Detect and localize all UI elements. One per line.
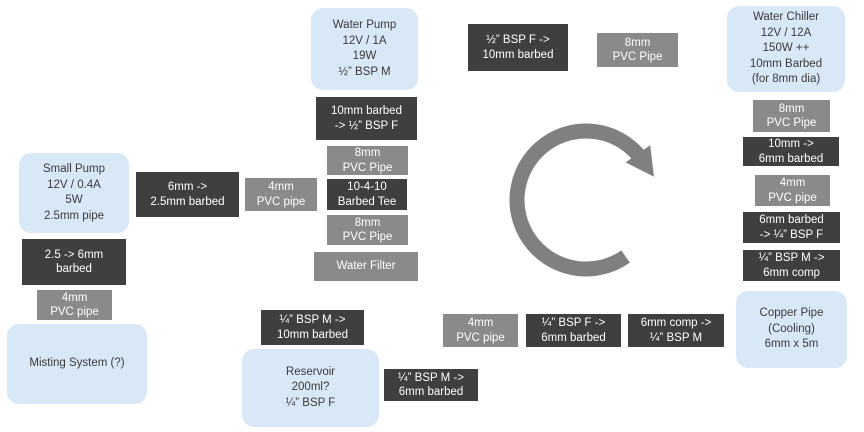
connector-quarter-bspm-to-10mm-barbed: ¼” BSP M ->10mm barbed	[261, 310, 364, 345]
connector-6mm-to-2.5mm-barbed: 6mm ->2.5mm barbed	[136, 172, 239, 217]
water-filter-box: Water Filter	[314, 252, 418, 281]
node-copper-pipe: Copper Pipe(Cooling)6mm x 5m	[736, 291, 847, 368]
connector-10mm-barbed-to-half-bspf: 10mm barbed-> ½” BSP F	[316, 97, 417, 140]
connector-10mm-to-6mm-barbed: 10mm ->6mm barbed	[743, 137, 839, 166]
connector-6mm-comp-to-quarter-bspm: 6mm comp ->¼” BSP M	[628, 314, 724, 347]
connector-6mm-barbed-to-quarter-bspf: 6mm barbed-> ¼” BSP F	[743, 212, 840, 243]
connector-quarter-bspm-to-6mm-barbed: ¼” BSP M ->6mm barbed	[384, 369, 478, 401]
clockwise-cycle-icon	[509, 123, 654, 277]
connector-quarter-bspf-to-6mm-barbed: ¼” BSP F ->6mm barbed	[526, 314, 621, 347]
connector-half-bspf-to-10mm-barbed: ½” BSP F ->10mm barbed	[468, 24, 568, 71]
connector-quarter-bspm-to-6mm-comp: ¼” BSP M ->6mm comp	[743, 250, 840, 281]
node-misting-system: Misting System (?)	[7, 324, 147, 404]
